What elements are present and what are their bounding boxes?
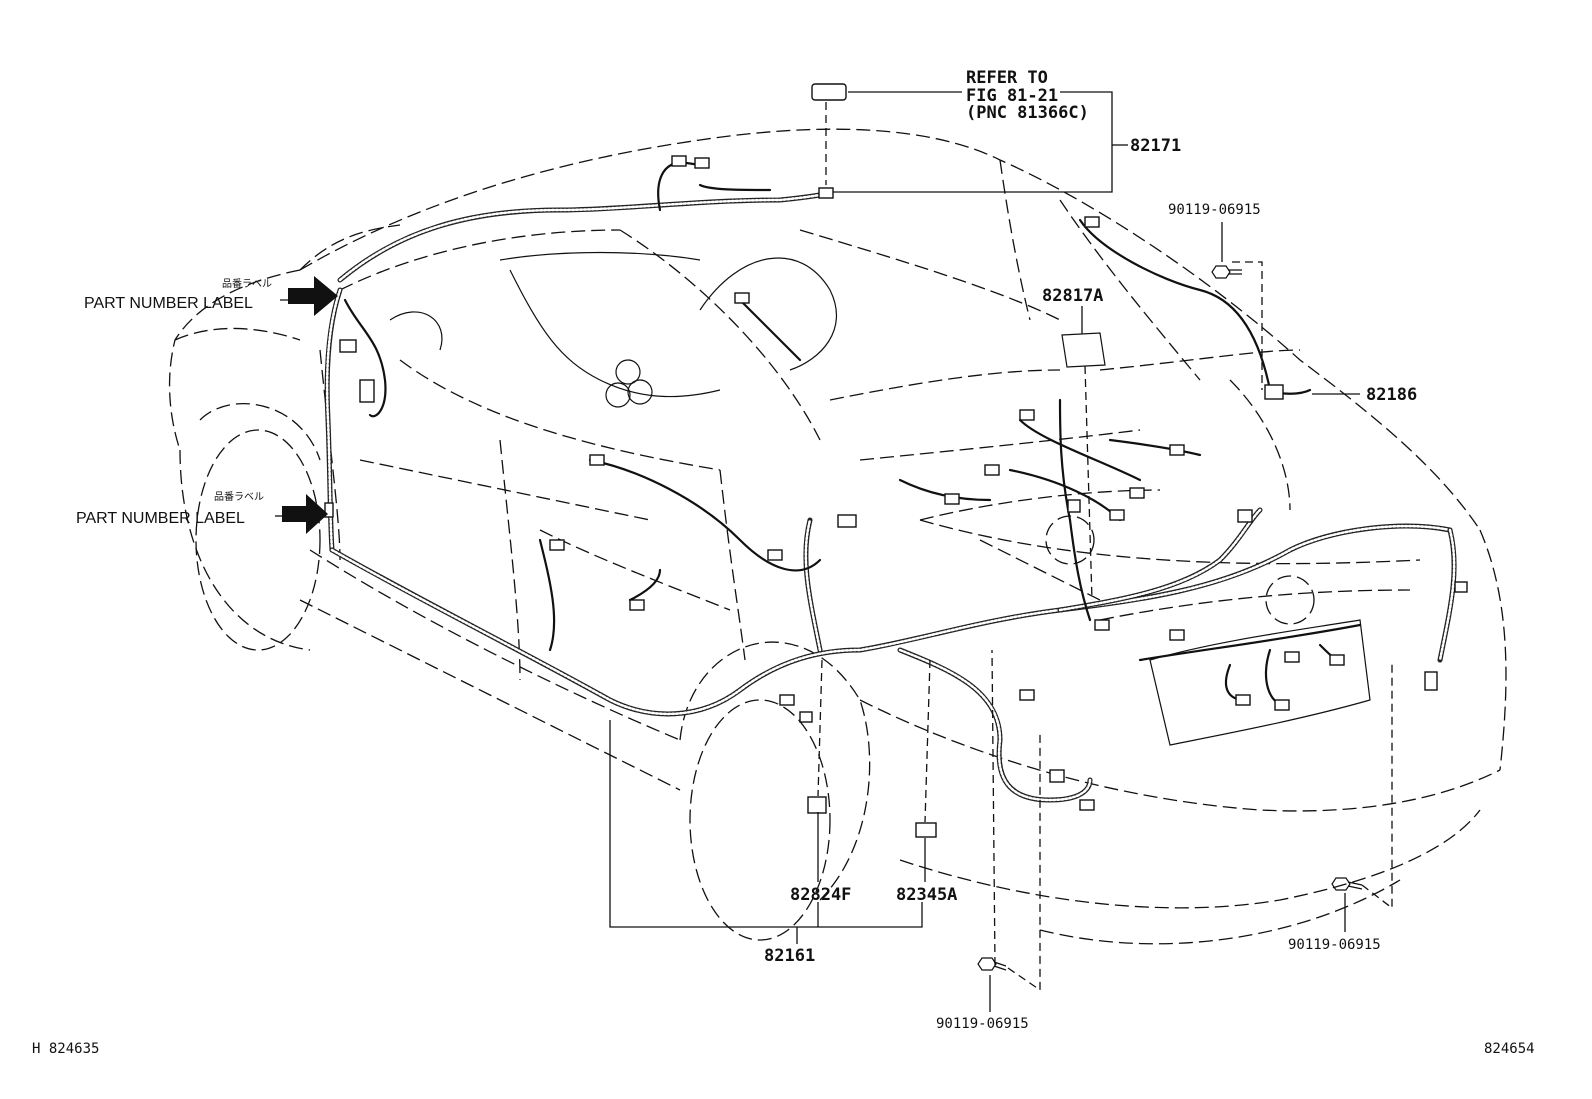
connector-icon bbox=[1264, 384, 1284, 400]
jp-part-label-1: 品番ラベル bbox=[222, 278, 272, 290]
right-arrow-icon bbox=[288, 276, 338, 316]
clip-82345a-icon bbox=[915, 822, 937, 838]
connector-icon bbox=[629, 599, 645, 611]
connector-icon bbox=[1079, 799, 1095, 811]
part-90119-top: 90119-06915 bbox=[1168, 202, 1261, 218]
connector-icon bbox=[799, 711, 813, 723]
bolts bbox=[977, 265, 1363, 971]
car-body-outline bbox=[168, 128, 1507, 945]
connector-icon bbox=[1235, 694, 1251, 706]
connector-icon bbox=[984, 464, 1000, 476]
connector-icon bbox=[767, 549, 783, 561]
connector-icon bbox=[1109, 509, 1125, 521]
part-82824f: 82824F bbox=[790, 885, 851, 905]
part-90119-right: 90119-06915 bbox=[1288, 937, 1381, 953]
connectors bbox=[324, 83, 1468, 838]
connector-icon bbox=[671, 155, 687, 167]
connector-icon bbox=[944, 493, 960, 505]
refer-note-line2: FIG 81-21 bbox=[966, 86, 1058, 106]
connector-icon bbox=[1067, 499, 1081, 513]
part-labels: REFER TO FIG 81-21 (PNC 81366C) 82171 90… bbox=[32, 68, 1535, 1057]
part-number-label-1: PART NUMBER LABEL bbox=[84, 295, 253, 312]
connector-icon bbox=[694, 157, 710, 169]
label-plate-82817a bbox=[1061, 332, 1106, 368]
bolt-icon bbox=[977, 957, 1007, 971]
connector-icon bbox=[1084, 216, 1100, 228]
right-arrow-icon bbox=[282, 494, 328, 534]
connector-icon bbox=[1049, 769, 1065, 783]
connector-icon bbox=[1274, 699, 1290, 711]
part-90119-bottom: 90119-06915 bbox=[936, 1016, 1029, 1032]
footer-right-id: 824654 bbox=[1484, 1041, 1535, 1057]
connector-icon bbox=[549, 539, 565, 551]
leader-lines bbox=[275, 91, 1393, 1012]
connector-icon bbox=[1094, 619, 1110, 631]
connector-icon bbox=[324, 502, 334, 518]
connector-icon bbox=[734, 292, 750, 304]
part-82161: 82161 bbox=[764, 946, 815, 966]
jp-part-label-2: 品番ラベル bbox=[214, 491, 264, 503]
clip-82824f-icon bbox=[807, 796, 827, 814]
connector-icon bbox=[1019, 689, 1035, 701]
connector-icon bbox=[779, 694, 795, 706]
connector-icon bbox=[1329, 654, 1345, 666]
connector-icon bbox=[818, 187, 834, 199]
connector-icon bbox=[1169, 629, 1185, 641]
connector-icon bbox=[1019, 409, 1035, 421]
connector-icon bbox=[1284, 651, 1300, 663]
part-label-arrows bbox=[282, 276, 338, 534]
part-number-label-2: PART NUMBER LABEL bbox=[76, 510, 245, 527]
connector-icon bbox=[1129, 487, 1145, 499]
connector-icon bbox=[589, 454, 605, 466]
refer-note-line3: (PNC 81366C) bbox=[966, 103, 1089, 123]
connector-icon bbox=[1424, 671, 1438, 691]
wire-harnesses bbox=[324, 160, 1457, 803]
bolt-icon bbox=[1211, 265, 1242, 279]
connector-icon bbox=[1237, 509, 1253, 523]
connector-icon bbox=[339, 339, 357, 353]
refer-note-line1: REFER TO bbox=[966, 68, 1048, 88]
connector-icon bbox=[359, 379, 375, 403]
connector-icon bbox=[1169, 444, 1185, 456]
connector-icon bbox=[811, 83, 847, 101]
part-82186: 82186 bbox=[1366, 385, 1417, 405]
connector-icon bbox=[837, 514, 857, 528]
part-82345a: 82345A bbox=[896, 885, 957, 905]
connector-icon bbox=[1454, 581, 1468, 593]
part-82817a: 82817A bbox=[1042, 286, 1103, 306]
footer-left-id: H 824635 bbox=[32, 1041, 99, 1057]
bolt-icon bbox=[1331, 877, 1363, 891]
part-82171: 82171 bbox=[1130, 136, 1181, 156]
